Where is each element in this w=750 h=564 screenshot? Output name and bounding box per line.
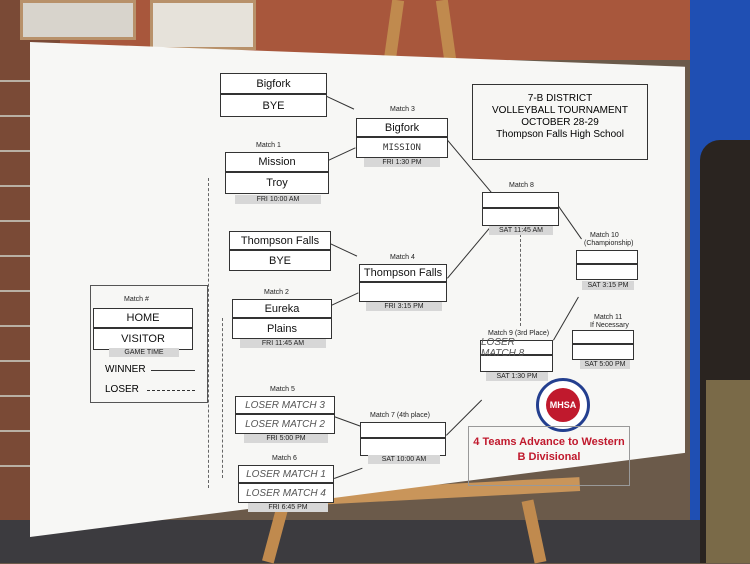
team-name [360,283,446,301]
legend-game-time: GAME TIME [109,348,179,357]
team-name: BYE [262,99,285,112]
legend-match: Match # [124,296,149,303]
info-line: 7-B DISTRICT [527,93,593,104]
game-time: FRI 11:45 AM [240,339,326,348]
slot-bigfork-bye: Bigfork BYE [220,73,327,117]
match-label: Match 2 [264,289,289,296]
team-name: BYE [268,254,291,267]
slot-match-11 [572,330,634,360]
match-label: Match 1 [256,142,281,149]
team-name [483,209,558,225]
match-sublabel: If Necessary [590,322,629,329]
game-time: FRI 3:15 PM [366,302,442,311]
game-time: SAT 1:30 PM [486,372,548,381]
winner-line [151,370,195,371]
match-label: Match 7 (4th place) [370,412,430,419]
legend-loser: LOSER [105,384,139,395]
team-name [577,251,637,265]
slot-match-4: Thompson Falls [359,264,447,302]
game-time: SAT 11:45 AM [489,226,553,235]
person-pants [706,380,750,563]
slot-match-9: LOSER MATCH 8 [480,337,553,372]
team-name: Thompson Falls [360,265,446,283]
tournament-info: 7-B DISTRICT VOLLEYBALL TOURNAMENT OCTOB… [472,84,648,160]
info-line: OCTOBER 28-29 [521,117,599,128]
game-time: SAT 5:00 PM [580,360,630,369]
slot-match-2: Eureka Plains [232,299,332,339]
slot-match-6: LOSER MATCH 1 LOSER MATCH 4 [238,465,334,503]
team-name [483,193,558,209]
match-label: Match 3 [390,106,415,113]
match-label: Match 4 [390,254,415,261]
match-label: Match 5 [270,386,295,393]
team-name [361,423,445,439]
team-name: Mission [226,153,328,173]
team-name: Troy [266,177,288,189]
team-name: Plains [267,322,297,335]
team-name: Bigfork [221,74,326,95]
legend-winner: WINNER [105,364,146,375]
note-line: 4 Teams Advance to Western [473,436,625,448]
legend-visitor: VISITOR [121,333,165,345]
advance-note: 4 Teams Advance to Western B Divisional [468,426,630,486]
slot-match-7 [360,422,446,456]
bracket-legend: Match # HOME VISITOR GAME TIME WINNER LO… [90,285,208,403]
game-time: SAT 3:15 PM [582,281,634,290]
team-name: LOSER MATCH 8 [481,337,552,359]
slot-match-10 [576,250,638,280]
game-time: FRI 5:00 PM [244,434,328,443]
match-label: Match 8 [509,182,534,189]
team-name [577,265,637,279]
slot-match-8 [482,192,559,226]
floor [0,520,750,563]
team-name: LOSER MATCH 4 [246,487,326,499]
match-sublabel: (Championship) [584,240,634,247]
team-name [573,331,633,345]
slot-match-3: Bigfork MISSION [356,118,448,158]
game-time: FRI 6:45 PM [248,503,328,512]
match-label: Match 6 [272,455,297,462]
match-label: Match 9 (3rd Place) [488,330,550,337]
team-name: Thompson Falls [230,232,330,251]
team-name: MISSION [383,142,421,153]
legend-home: HOME [94,309,192,329]
team-name [361,439,445,455]
mhsa-logo: MHSA [536,378,590,432]
wall-photo-frame [150,0,256,50]
game-time: FRI 10:00 AM [235,195,321,204]
team-name [573,345,633,359]
team-name: LOSER MATCH 2 [245,418,325,430]
legend-slot: HOME VISITOR [93,308,193,350]
wall-photo-frame [20,0,136,40]
mhsa-logo-text: MHSA [546,388,580,422]
team-name: Bigfork [357,119,447,138]
match-label: Match 11 [594,314,623,321]
team-name: LOSER MATCH 3 [236,397,334,415]
info-line: VOLLEYBALL TOURNAMENT [492,105,628,116]
slot-match-5: LOSER MATCH 3 LOSER MATCH 2 [235,396,335,434]
loser-line [147,390,195,391]
match-label: Match 10 [590,232,619,239]
game-time: SAT 10:00 AM [368,455,440,464]
slot-thompson-falls-bye: Thompson Falls BYE [229,231,331,271]
slot-match-1: Mission Troy [225,152,329,194]
info-line: Thompson Falls High School [496,129,624,140]
game-time: FRI 1:30 PM [364,158,440,167]
team-name: Eureka [233,300,331,319]
note-line: B Divisional [517,451,581,463]
team-name: LOSER MATCH 1 [239,466,333,484]
